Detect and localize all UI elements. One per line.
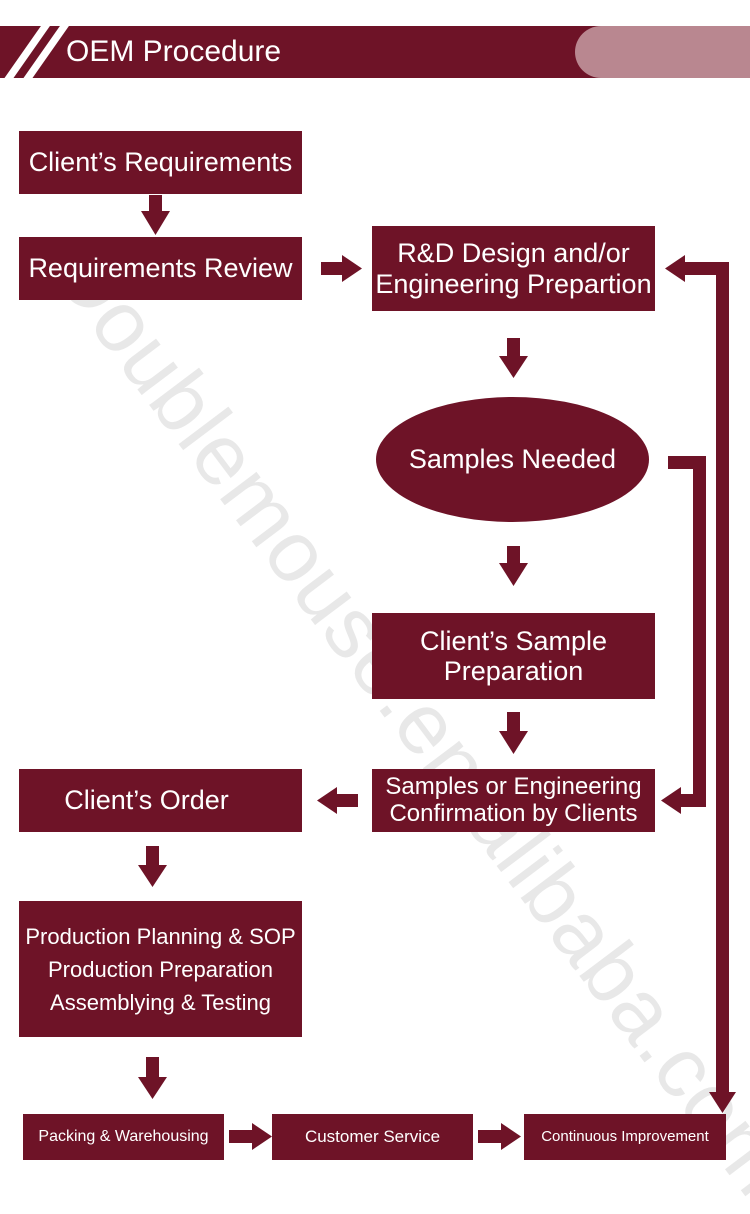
arrow-left-1 xyxy=(317,787,358,814)
arrow-down-4 xyxy=(499,712,528,754)
arrow-down-5 xyxy=(138,846,167,887)
step-label: Client’s Requirements xyxy=(28,147,293,178)
arrow-down-6 xyxy=(138,1057,167,1099)
step-label-line-1: Production Planning & SOP xyxy=(25,923,296,949)
page-title: OEM Procedure xyxy=(66,35,282,68)
header-banner: OEM Procedure xyxy=(0,22,750,84)
step-label: Client’s Order xyxy=(64,785,229,816)
arrow-down-3 xyxy=(499,546,528,586)
step-label-line-2: Engineering Prepartion xyxy=(375,268,652,299)
step-client-sample-preparation: Client’s Sample Preparation xyxy=(372,613,655,699)
arrow-right-1 xyxy=(321,255,362,282)
step-client-order: Client’s Order xyxy=(19,769,302,832)
arrow-down-2 xyxy=(499,338,528,378)
arrow-right-2 xyxy=(229,1123,272,1150)
step-customer-service: Customer Service xyxy=(272,1114,473,1160)
step-label: Packing & Warehousing xyxy=(38,1128,209,1146)
step-label-line-2: Preparation xyxy=(443,656,584,686)
step-client-requirements: Client’s Requirements xyxy=(19,131,302,194)
step-continuous-improvement: Continuous Improvement xyxy=(524,1114,726,1160)
banner-accent xyxy=(575,26,750,78)
step-label: Continuous Improvement xyxy=(541,1127,709,1145)
step-label: Requirements Review xyxy=(28,253,293,284)
step-label-line-3: Assemblying & Testing xyxy=(50,989,271,1015)
step-rd-design: R&D Design and/or Engineering Prepartion xyxy=(372,226,655,311)
loop-improvement-to-rd xyxy=(665,255,736,1113)
arrow-down-1 xyxy=(141,195,170,235)
step-samples-needed: Samples Needed xyxy=(376,397,649,522)
step-label: Samples Needed xyxy=(408,444,617,475)
step-requirements-review: Requirements Review xyxy=(19,237,302,300)
step-label-line-2: Production Preparation xyxy=(47,956,274,982)
arrow-right-3 xyxy=(478,1123,521,1150)
loop-samples-to-confirmation xyxy=(661,456,706,814)
step-label-line-1: Samples or Engineering xyxy=(385,772,642,800)
step-label: Customer Service xyxy=(304,1127,441,1147)
step-samples-confirmation: Samples or Engineering Confirmation by C… xyxy=(372,769,655,832)
step-packing-warehousing: Packing & Warehousing xyxy=(23,1114,224,1160)
step-production: Production Planning & SOP Production Pre… xyxy=(19,901,302,1037)
step-label-line-1: R&D Design and/or xyxy=(397,238,630,269)
step-label-line-1: Client’s Sample xyxy=(419,625,608,656)
step-label-line-2: Confirmation by Clients xyxy=(389,799,638,827)
